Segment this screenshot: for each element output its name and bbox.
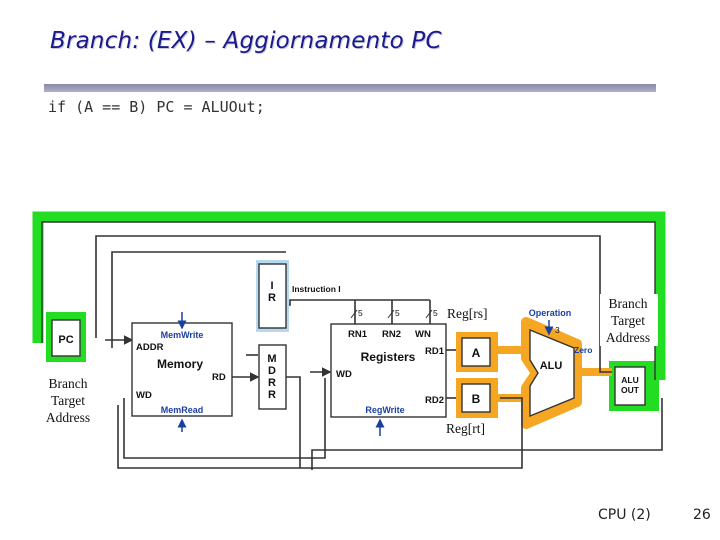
bits-rn2: 5 bbox=[395, 308, 400, 318]
ir-r-label: R bbox=[268, 292, 276, 304]
page-number: 26 bbox=[693, 507, 711, 523]
memory-block bbox=[131, 322, 233, 417]
mdr-m-label: M bbox=[267, 353, 276, 365]
zero-label: Zero bbox=[574, 345, 592, 355]
memory-rd-label: RD bbox=[212, 372, 226, 383]
aluout-label-1: ALU bbox=[621, 375, 638, 385]
ir-i-label: I bbox=[270, 280, 273, 292]
register-file bbox=[330, 323, 447, 418]
bta-left-line3: Address bbox=[46, 410, 90, 425]
memory-title: Memory bbox=[157, 357, 203, 371]
bta-left-line2: Target bbox=[51, 393, 85, 408]
rd1-label: RD1 bbox=[425, 346, 445, 357]
reg-rt-annotation: Reg[rt] bbox=[446, 421, 485, 436]
bta-right-line1: Branch bbox=[609, 296, 648, 311]
title-divider bbox=[44, 84, 656, 92]
memread-label: MemRead bbox=[161, 405, 204, 415]
rd2-label: RD2 bbox=[425, 395, 444, 406]
pc-register bbox=[51, 319, 81, 357]
memory-data-register bbox=[258, 344, 287, 410]
regwrite-label: RegWrite bbox=[365, 405, 404, 415]
alu-unit bbox=[529, 328, 575, 418]
reg-a bbox=[461, 337, 491, 367]
reg-rs-annotation: Reg[rs] bbox=[447, 306, 488, 321]
instruction-label: Instruction I bbox=[292, 284, 341, 294]
aluout-label-2: OUT bbox=[621, 385, 640, 395]
reg-wd-label: WD bbox=[336, 369, 352, 380]
mdr-d-label: D bbox=[268, 365, 276, 377]
memory-wd-label: WD bbox=[136, 390, 152, 401]
operation-label: Operation bbox=[529, 308, 572, 318]
reg-b-label: B bbox=[472, 392, 481, 406]
bta-right-line2: Target bbox=[611, 313, 645, 328]
footer-label: CPU (2) bbox=[598, 507, 651, 523]
branch-feedback-path bbox=[32, 211, 666, 380]
bta-right-line3: Address bbox=[606, 330, 650, 345]
mdr-r1-label: R bbox=[268, 377, 276, 389]
rn2-label: RN2 bbox=[382, 329, 401, 340]
op-bits-label: 3 bbox=[555, 325, 560, 335]
slide-title: Branch: (EX) – Aggiornamento PC bbox=[50, 28, 442, 54]
reg-b bbox=[461, 383, 491, 413]
alu-label: ALU bbox=[540, 360, 563, 372]
wn-label: WN bbox=[415, 329, 431, 340]
alu-out-register bbox=[614, 366, 646, 406]
code-line: if (A == B) PC = ALUOut; bbox=[48, 98, 265, 116]
mdr-r2-label: R bbox=[268, 389, 276, 401]
bits-wn: 5 bbox=[433, 308, 438, 318]
registers-title: Registers bbox=[361, 350, 416, 364]
rn1-label: RN1 bbox=[348, 329, 368, 340]
pc-label: PC bbox=[58, 334, 73, 346]
instruction-register bbox=[258, 263, 287, 329]
bta-left-line1: Branch bbox=[49, 376, 88, 391]
reg-a-label: A bbox=[472, 346, 481, 360]
memwrite-label: MemWrite bbox=[161, 330, 204, 340]
bits-rn1: 5 bbox=[358, 308, 363, 318]
memory-addr-label: ADDR bbox=[136, 342, 164, 353]
